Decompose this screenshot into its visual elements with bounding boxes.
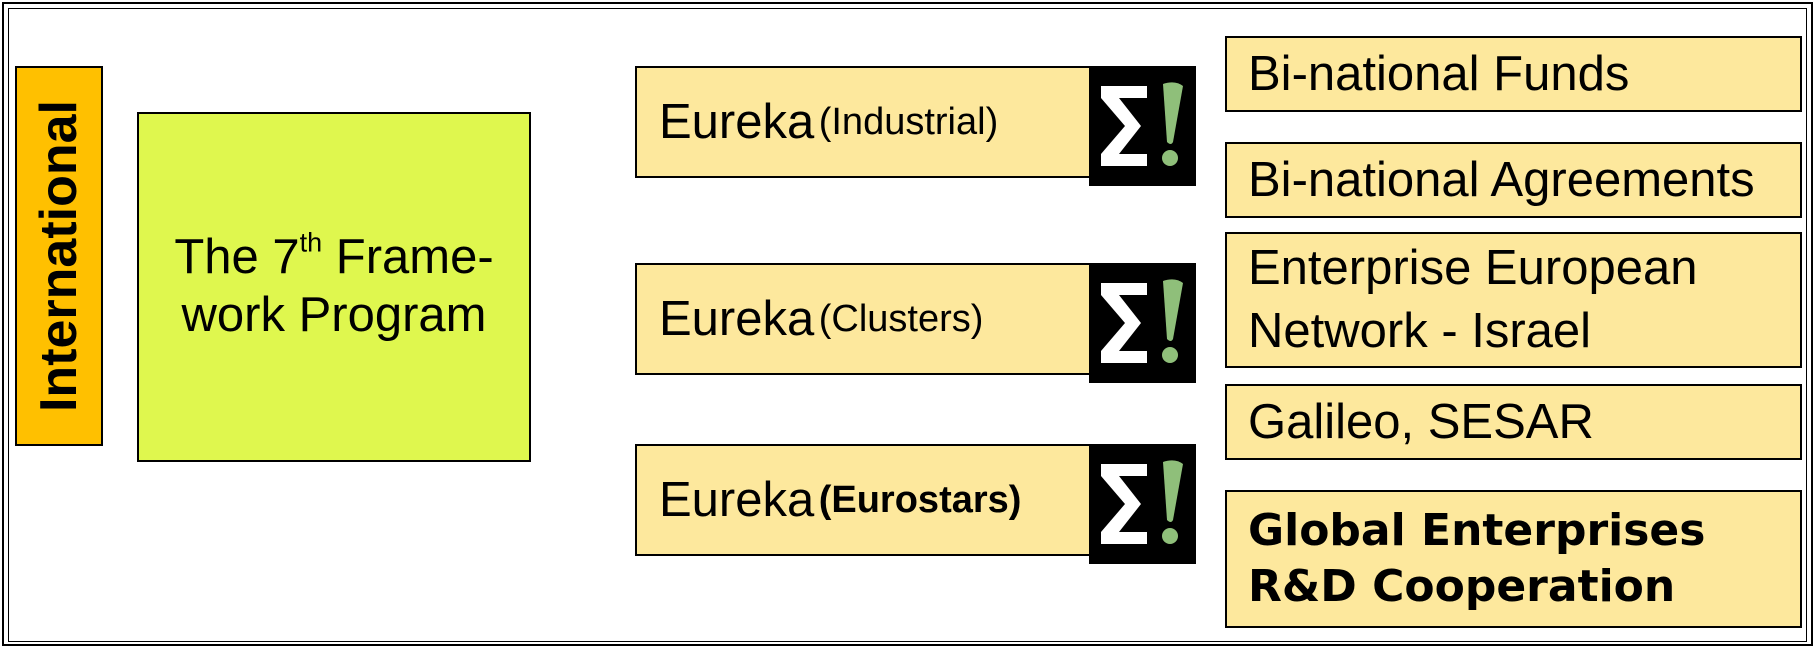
international-box: International — [15, 66, 103, 446]
binational-agreements-box: Bi-national Agreements — [1225, 142, 1802, 218]
enterprise-line1: Enterprise European — [1248, 241, 1698, 296]
eureka-clusters-box: Eureka (Clusters) — [635, 263, 1091, 375]
global-line1: Global Enterprises — [1248, 504, 1706, 556]
enterprise-european-network-box: Enterprise European Network - Israel — [1225, 232, 1802, 368]
international-label: International — [30, 99, 88, 413]
eureka-label: Eureka — [659, 473, 815, 527]
binational-agreements-label: Bi-national Agreements — [1248, 152, 1755, 207]
enterprise-line2: Network - Israel — [1248, 304, 1592, 358]
eureka-label: Eureka — [659, 95, 815, 149]
enterprise-european-network-label: Enterprise European Network - Israel — [1248, 237, 1697, 362]
framework-line2: work Program — [181, 288, 487, 342]
galileo-sesar-box: Galileo, SESAR — [1225, 384, 1802, 460]
eureka-label: Eureka — [659, 292, 815, 346]
global-line2: R&D Cooperation — [1248, 561, 1676, 612]
eureka-subtitle: (Industrial) — [818, 100, 999, 143]
eureka-sigma-logo-icon — [1089, 66, 1196, 186]
framework-program-box: The 7th Frame- work Program — [137, 112, 531, 462]
framework-line1-prefix: The 7 — [174, 230, 300, 285]
eureka-subtitle: (Eurostars) — [818, 478, 1022, 521]
eureka-subtitle: (Clusters) — [818, 297, 984, 340]
eureka-industrial-box: Eureka (Industrial) — [635, 66, 1091, 178]
binational-funds-box: Bi-national Funds — [1225, 36, 1802, 112]
framework-program-label: The 7th Frame- work Program — [174, 229, 493, 345]
eureka-sigma-logo-icon — [1089, 263, 1196, 383]
eureka-eurostars-box: Eureka (Eurostars) — [635, 444, 1091, 556]
galileo-sesar-label: Galileo, SESAR — [1248, 394, 1594, 449]
eureka-sigma-logo-icon — [1089, 444, 1196, 564]
binational-funds-label: Bi-national Funds — [1248, 46, 1630, 101]
inner-frame — [8, 8, 1807, 642]
framework-line1-suffix: Frame- — [322, 230, 494, 285]
global-enterprises-label: Global Enterprises R&D Cooperation — [1248, 503, 1705, 616]
global-enterprises-box: Global Enterprises R&D Cooperation — [1225, 490, 1802, 628]
framework-line1-superscript: th — [299, 227, 323, 258]
